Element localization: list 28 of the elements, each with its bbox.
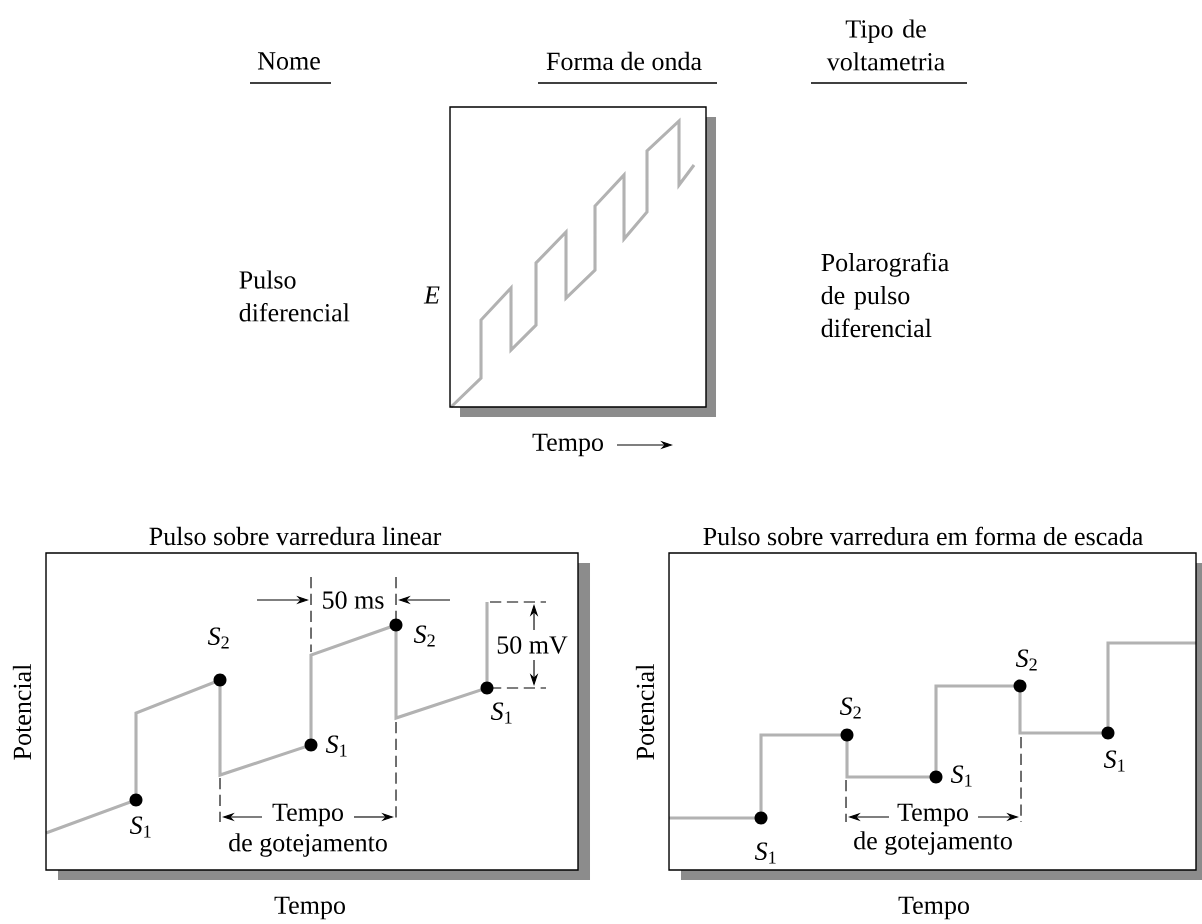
- point-label: S$_{1}$: [490, 702, 512, 724]
- point-label: S$_{2}$: [207, 627, 229, 649]
- dimension-label: 50 ms: [323, 591, 384, 609]
- axis-label: Tempo: [898, 896, 969, 920]
- axis-label: Tempo: [274, 896, 345, 920]
- axis-label: Tempo: [532, 433, 603, 457]
- point-label: S$_{2}$: [1015, 649, 1037, 671]
- point-label: S$_{2}$: [413, 625, 435, 647]
- interval-label: Tempo: [272, 803, 343, 827]
- column-heading: Forma de onda: [546, 51, 702, 71]
- column-heading: Nome: [257, 52, 320, 70]
- interval-label: de gotejamento: [229, 833, 387, 857]
- method-name: Pulso diferencial: [239, 270, 350, 322]
- column-heading: Tipo de voltametria: [826, 19, 945, 71]
- point-label: S$_{1}$: [325, 735, 347, 757]
- axis-label: E: [423, 286, 440, 304]
- panel-title: Pulso sobre varredura linear: [149, 526, 442, 546]
- axis-label: Potencial: [12, 664, 32, 760]
- point-label: S$_{1}$: [950, 765, 972, 787]
- interval-label: de gotejamento: [854, 831, 1012, 855]
- interval-label: Tempo: [897, 803, 968, 827]
- voltammetry-type: Polarografia de pulso diferencial: [821, 252, 949, 338]
- point-label: S$_{1}$: [1103, 750, 1125, 772]
- panel-title: Pulso sobre varredura em forma de escada: [703, 526, 1143, 546]
- point-label: S$_{2}$: [839, 697, 861, 719]
- axis-label: Potencial: [635, 664, 655, 760]
- point-label: S$_{1}$: [754, 842, 776, 864]
- point-label: S$_{1}$: [129, 816, 151, 838]
